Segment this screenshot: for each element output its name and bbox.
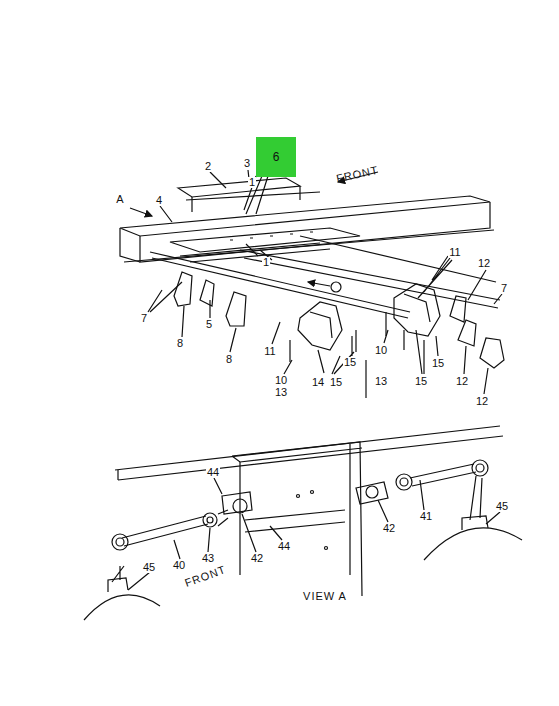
callout-number: 44 xyxy=(277,541,291,552)
illustration-stroke xyxy=(108,578,128,592)
label-text: FRONT xyxy=(182,563,228,589)
illustration-stroke xyxy=(232,442,362,596)
callout-number: 15 xyxy=(343,357,357,368)
callout-number: 44 xyxy=(206,467,220,478)
callout-number: 45 xyxy=(142,562,156,573)
illustration-stroke xyxy=(240,444,350,575)
label-text: FRONT xyxy=(334,164,380,184)
label-text: A xyxy=(115,194,124,205)
illustration-stroke xyxy=(308,282,330,286)
illustration-stroke xyxy=(394,284,440,336)
illustration-stroke xyxy=(272,322,354,374)
illustration-stroke xyxy=(200,280,214,306)
highlight-box: 6 xyxy=(256,137,296,177)
callout-number: 4 xyxy=(155,195,163,206)
illustration-stroke xyxy=(331,282,341,292)
callout-number: 12 xyxy=(475,396,489,407)
illustration-stroke xyxy=(356,482,388,504)
illustration-stroke xyxy=(366,486,378,498)
illustration-stroke xyxy=(365,360,366,398)
top-view xyxy=(120,170,504,398)
illustration-stroke xyxy=(297,495,300,498)
callout-number: 1 xyxy=(262,257,270,268)
callout-number: 42 xyxy=(382,523,396,534)
view-a xyxy=(84,426,522,620)
illustration-stroke xyxy=(226,292,246,326)
callout-number: 40 xyxy=(172,560,186,571)
illustration-stroke xyxy=(480,338,504,368)
illustration-stroke xyxy=(462,516,488,530)
callout-number: 7 xyxy=(140,313,148,324)
callout-number: 6 xyxy=(273,150,280,164)
illustration-stroke xyxy=(207,517,213,523)
illustration-stroke xyxy=(124,230,494,262)
illustration-stroke xyxy=(472,460,488,476)
illustration-stroke xyxy=(404,294,430,322)
illustration-stroke xyxy=(128,514,256,590)
illustration-stroke xyxy=(311,491,314,494)
illustration-stroke xyxy=(148,282,236,352)
callout-number: 15 xyxy=(329,377,343,388)
illustration-stroke xyxy=(130,208,152,216)
illustration-stroke xyxy=(112,534,128,550)
illustration-stroke xyxy=(120,228,140,262)
callout-number: 12 xyxy=(455,376,469,387)
illustration-stroke xyxy=(152,258,408,318)
callout-number: 14 xyxy=(311,377,325,388)
illustration-stroke xyxy=(325,547,328,550)
illustration-stroke xyxy=(424,528,522,560)
illustration-stroke xyxy=(116,538,124,546)
illustration-stroke xyxy=(450,296,466,322)
illustration-stroke xyxy=(245,510,345,532)
illustration-stroke xyxy=(290,312,404,362)
label-text: VIEW A xyxy=(302,591,348,602)
callout-number: 15 xyxy=(431,358,445,369)
illustration-stroke xyxy=(112,566,124,582)
illustration-stroke xyxy=(117,470,118,480)
callout-number: 10 xyxy=(274,375,288,386)
illustration-stroke xyxy=(400,478,408,486)
callout-number: 10 xyxy=(374,345,388,356)
callout-number: 7 xyxy=(500,283,508,294)
callout-number: 3 xyxy=(243,158,251,169)
callout-number: 1 xyxy=(248,177,256,188)
callout-number: 42 xyxy=(250,553,264,564)
illustration-stroke xyxy=(458,320,476,346)
callout-number: 2 xyxy=(204,161,212,172)
callout-number: 45 xyxy=(495,501,509,512)
callout-number: 12 xyxy=(477,258,491,269)
illustration-stroke xyxy=(115,426,503,480)
illustration-stroke xyxy=(384,330,488,394)
illustration-stroke xyxy=(240,250,500,308)
callout-number: 41 xyxy=(419,511,433,522)
illustration-stroke xyxy=(470,476,482,520)
illustration-stroke xyxy=(476,464,484,472)
callout-number: 15 xyxy=(414,376,428,387)
illustration-stroke xyxy=(84,595,160,620)
illustration-stroke xyxy=(218,510,228,526)
illustration-stroke xyxy=(298,302,342,350)
illustration-stroke xyxy=(300,236,496,282)
illustration-stroke xyxy=(310,312,332,338)
callout-number: 8 xyxy=(225,354,233,365)
illustration-stroke xyxy=(160,206,272,260)
illustration-stroke xyxy=(396,474,412,490)
illustration-stroke xyxy=(174,272,192,306)
illustration-stroke xyxy=(418,256,502,304)
illustration-stroke xyxy=(233,499,247,513)
illustration-stroke xyxy=(203,513,217,527)
illustration-stroke xyxy=(230,232,313,240)
callout-number: 8 xyxy=(176,338,184,349)
callout-number: 11 xyxy=(448,247,461,258)
callout-number: 13 xyxy=(274,387,288,398)
callout-number: 43 xyxy=(201,553,215,564)
callout-number: 5 xyxy=(205,319,213,330)
illustration-stroke xyxy=(192,186,300,212)
illustration-stroke xyxy=(214,478,500,540)
illustration-stroke xyxy=(122,516,208,546)
illustration-stroke xyxy=(150,252,410,312)
callout-number: 11 xyxy=(263,346,276,357)
callout-number: 13 xyxy=(374,376,388,387)
